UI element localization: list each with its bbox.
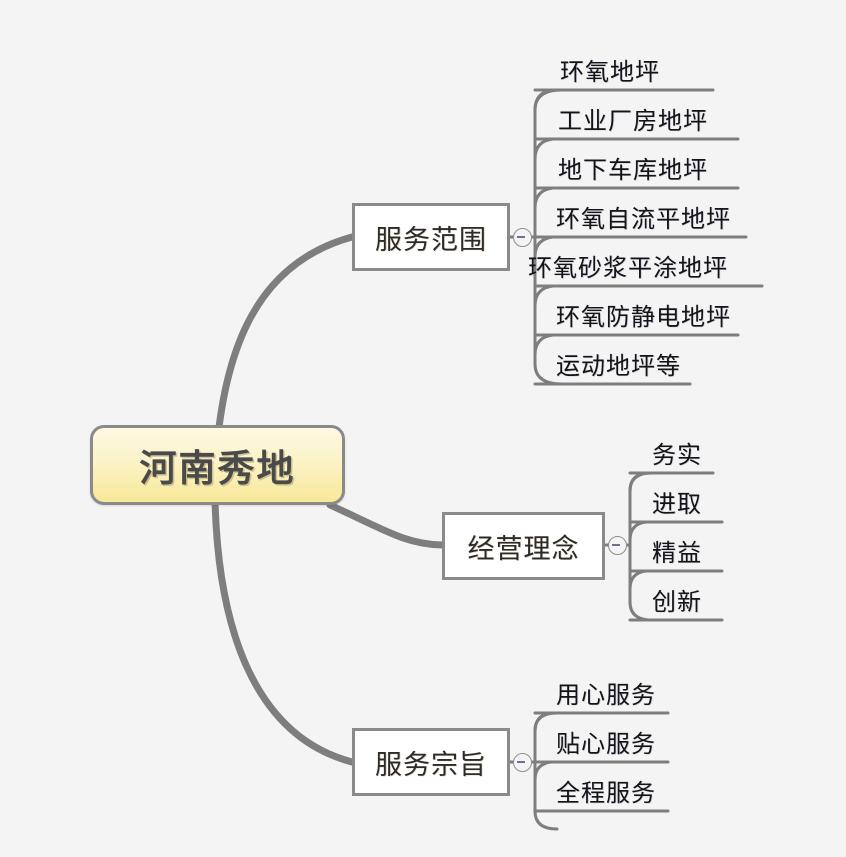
leaf-node[interactable]: 运动地坪等 [556,352,681,380]
leaf-node[interactable]: 环氧砂浆平涂地坪 [528,254,728,282]
branch-node-service-purpose[interactable]: 服务宗旨 [352,728,510,796]
leaf-node[interactable]: 环氧自流平地坪 [556,205,731,233]
leaf-node[interactable]: 进取 [652,490,702,518]
leaf-node[interactable]: 用心服务 [556,681,656,709]
leaf-node[interactable]: 环氧地坪 [560,58,660,86]
collapse-minus-icon-business-philosophy[interactable] [608,536,627,555]
leaf-node[interactable]: 工业厂房地坪 [558,107,708,135]
leaf-node[interactable]: 创新 [652,588,702,616]
branch-node-label: 服务宗旨 [375,749,487,781]
leaf-node[interactable]: 全程服务 [556,779,656,807]
branch-node-business-philosophy[interactable]: 经营理念 [442,512,605,580]
root-node[interactable]: 河南秀地 [90,425,345,505]
leaf-node[interactable]: 务实 [652,441,702,469]
leaf-node[interactable]: 精益 [652,539,702,567]
leaf-node[interactable]: 贴心服务 [556,730,656,758]
branch-node-label: 服务范围 [375,224,487,256]
root-node-label: 河南秀地 [139,447,296,490]
leaf-node[interactable]: 地下车库地坪 [558,156,708,184]
collapse-minus-icon-service-scope[interactable] [513,228,532,247]
leaf-node[interactable]: 环氧防静电地坪 [556,303,731,331]
branch-node-label: 经营理念 [467,533,580,565]
branch-node-service-scope[interactable]: 服务范围 [352,203,510,271]
collapse-minus-icon-service-purpose[interactable] [513,753,532,772]
